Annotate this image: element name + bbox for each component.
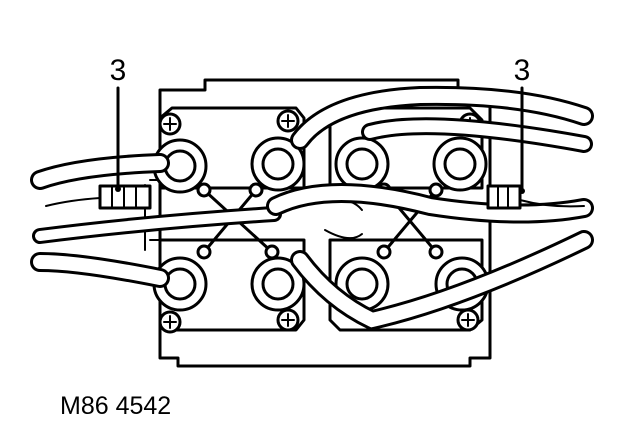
callout-label-right: 3	[514, 54, 531, 87]
callout-label-left: 3	[110, 54, 127, 87]
coil-tower-4	[432, 136, 488, 192]
callout-leaders	[115, 86, 525, 194]
coil-tower-2	[250, 136, 306, 192]
connector-right-icon	[486, 184, 585, 210]
ht-lead-icons	[30, 85, 594, 330]
mounting-bolt-icons	[158, 109, 482, 334]
connector-left-icon	[45, 184, 152, 210]
coil-tower-3	[334, 136, 390, 192]
coil-tower-1	[152, 138, 208, 194]
figure-reference-code: M86 4542	[60, 392, 171, 420]
coil-tower-6	[250, 256, 306, 312]
